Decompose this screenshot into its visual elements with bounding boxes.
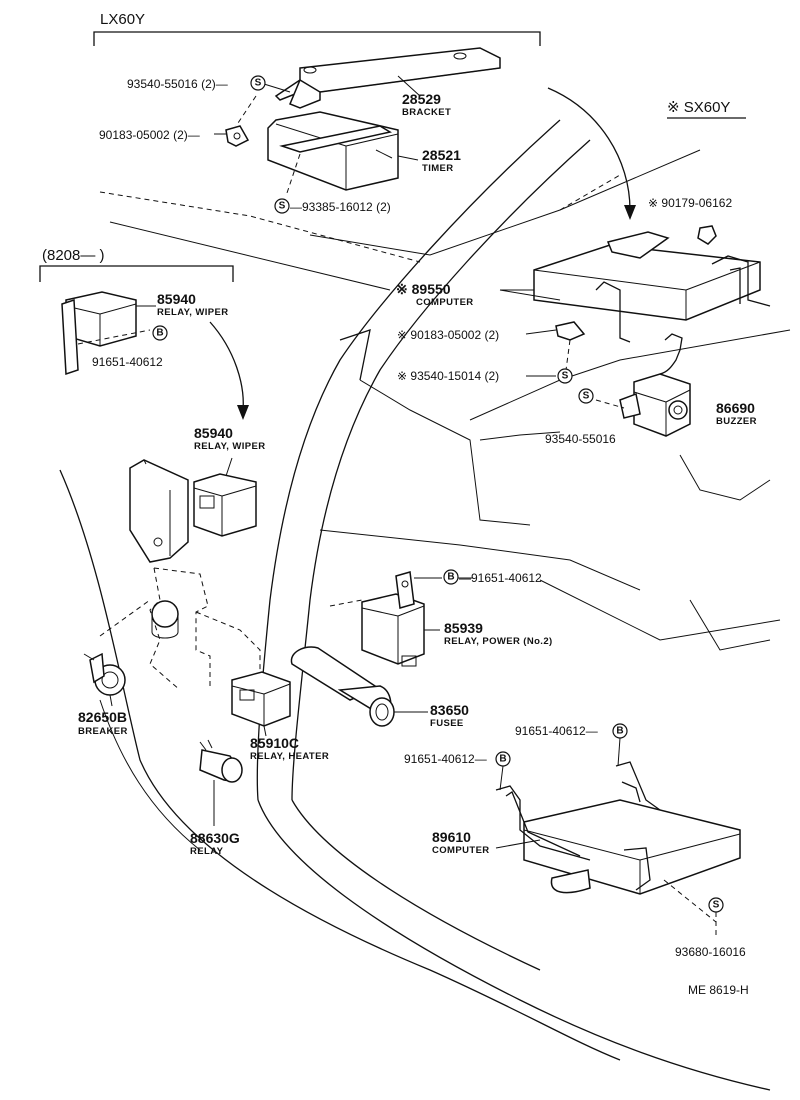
svg-text:S: S [583,391,590,402]
svg-text:B: B [447,572,454,583]
label-86690: 86690 BUZZER [716,400,757,427]
svg-text:FUSEE: FUSEE [430,718,464,729]
svg-text:28529: 28529 [402,91,441,107]
callout-90183-05002: 90183-05002 (2)— [99,128,200,142]
svg-text:85910C: 85910C [250,735,299,751]
svg-text:BRACKET: BRACKET [402,107,451,118]
svg-text:S: S [713,900,720,911]
symbol-s-4: S [578,388,594,404]
symbol-s-5: S [708,897,724,913]
symbol-b-1: B [152,325,168,341]
part-82650b-breaker-shape [83,599,151,707]
svg-text:83650: 83650 [430,702,469,718]
lx60y-label: LX60Y [100,11,145,28]
svg-text:85939: 85939 [444,620,483,636]
callout-91651-40612-a: 91651-40612 [92,355,163,369]
label-85940-top: 85940 RELAY, WIPER [157,291,229,318]
svg-text:BUZZER: BUZZER [716,416,757,427]
part-28529-bracket-shape [274,47,501,109]
label-89550: ※ 89550 COMPUTER [396,281,474,308]
svg-text:RELAY, HEATER: RELAY, HEATER [250,751,329,762]
sx60y-label-group: ※ SX60Y [667,99,746,119]
part-85940-relay-lower-shape [193,457,257,537]
callout-91651-40612-d: 91651-40612— [404,752,487,766]
svg-text:85940: 85940 [157,291,196,307]
svg-text:88630G: 88630G [190,830,240,846]
label-88630g: 88630G RELAY [190,830,240,857]
svg-text:RELAY, WIPER: RELAY, WIPER [194,441,266,452]
svg-text:S: S [562,371,569,382]
label-28529: 28529 BRACKET [402,91,451,118]
svg-text:※ 89550: ※ 89550 [396,281,451,297]
callout-91651-40612-c: 91651-40612— [515,724,598,738]
part-86690-buzzer-shape [595,333,691,437]
part-85939-relay-shape [329,571,442,667]
part-89550-computer-shape [499,225,771,343]
part-28521-timer-shape [267,111,399,191]
dashed-mount-frames [149,567,261,691]
range-8208-label: (8208— ) [42,247,105,264]
sx60y-clip-shape [525,321,586,377]
callout-93540-55016-a: 93540-55016 (2)— [127,77,228,91]
callout-93540-15014: ※ 93540-15014 (2) [397,369,499,383]
symbol-b-2: B [443,569,459,585]
symbol-s-3: S [557,368,573,384]
symbol-s-1: S [250,75,266,91]
part-85910c-relay-shape [231,671,291,737]
body-outline [59,119,791,1091]
svg-text:85940: 85940 [194,425,233,441]
part-88630g-relay-shape [199,739,243,826]
arrow-to-sx60y [547,87,636,220]
svg-text:B: B [499,754,506,765]
callout-90183-05002-b: ※ 90183-05002 (2) [397,328,499,342]
top-leaders [214,75,421,197]
lx60y-group-bracket: LX60Y [93,11,541,46]
range-8208-bracket: (8208— ) [39,247,234,282]
svg-text:COMPUTER: COMPUTER [432,845,490,856]
sx60y-label: ※ SX60Y [667,99,730,116]
svg-text:S: S [255,78,262,89]
label-89610: 89610 COMPUTER [432,829,490,856]
symbol-b-4: B [495,751,511,767]
svg-text:89610: 89610 [432,829,471,845]
svg-text:B: B [616,726,623,737]
svg-text:RELAY, WIPER: RELAY, WIPER [157,307,229,318]
callout-93540-55016-b: 93540-55016 [545,432,616,446]
svg-text:B: B [156,328,163,339]
svg-text:86690: 86690 [716,400,755,416]
svg-text:82650B: 82650B [78,709,127,725]
svg-text:BREAKER: BREAKER [78,726,128,737]
arrow-relay-wiper [209,321,249,420]
part-85940-relay-top-shape [61,291,156,376]
footer-reference: ME 8619-H [688,983,749,997]
panel-block-shape [129,459,189,563]
svg-text:TIMER: TIMER [422,163,454,174]
label-85939: 85939 RELAY, POWER (No.2) [444,620,553,647]
label-85940-lower: 85940 RELAY, WIPER [194,425,266,452]
label-85910c: 85910C RELAY, HEATER [250,735,329,762]
callout-90179-06162: ※ 90179-06162 [648,196,732,210]
callout-93385-16012: —93385-16012 (2) [290,200,391,214]
svg-text:COMPUTER: COMPUTER [416,297,474,308]
symbol-s-2: S [274,198,290,214]
symbol-b-3: B [612,723,628,739]
svg-text:RELAY: RELAY [190,846,224,857]
part-89610-computer-shape [495,761,741,923]
callout-91651-40612-b: —91651-40612 [459,571,542,585]
label-82650b: 82650B BREAKER [78,709,128,737]
svg-text:S: S [279,201,286,212]
svg-text:RELAY, POWER (No.2): RELAY, POWER (No.2) [444,636,553,647]
label-83650: 83650 FUSEE [430,702,469,729]
label-28521: 28521 TIMER [422,147,461,174]
callout-93680-16016: 93680-16016 [675,945,746,959]
part-83650-fusee-shape [290,646,428,727]
svg-text:28521: 28521 [422,147,461,163]
clip-90183-shape [225,125,250,147]
